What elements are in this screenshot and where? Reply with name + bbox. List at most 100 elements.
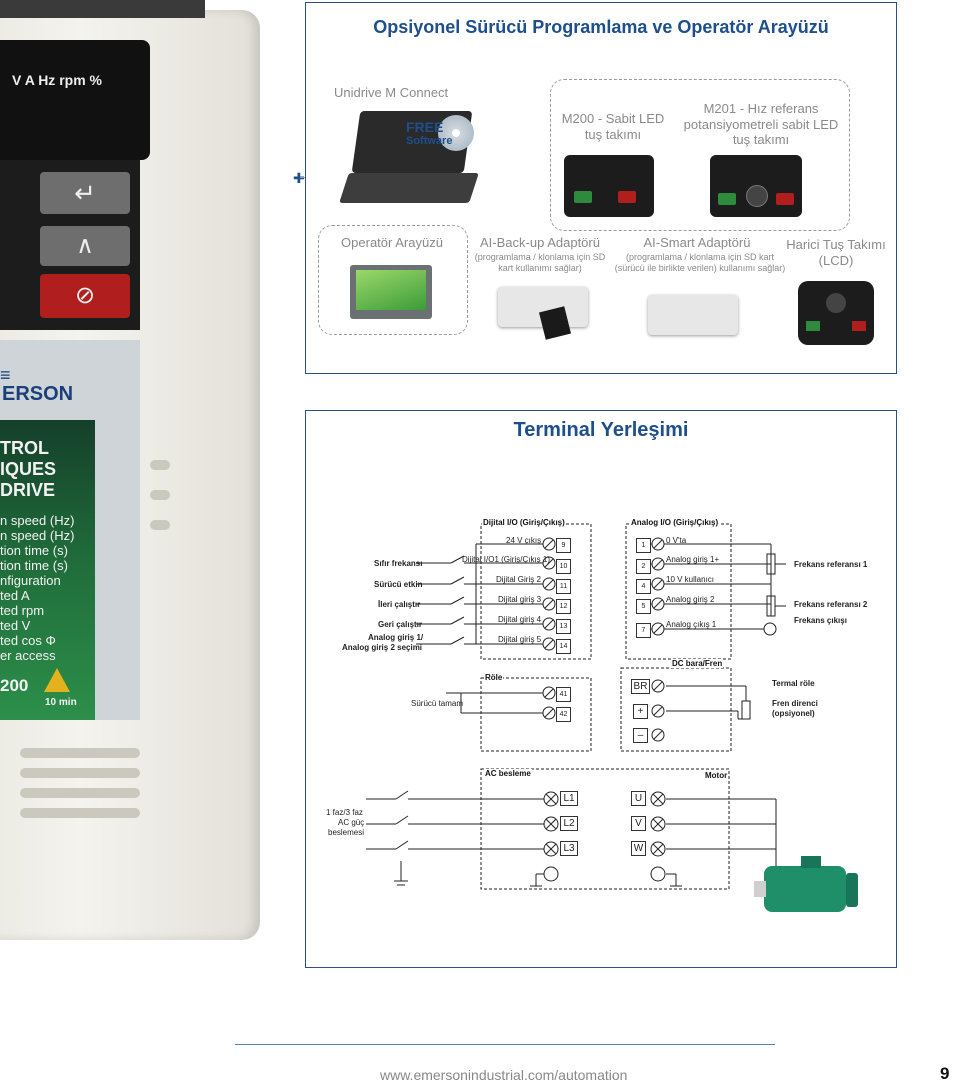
param-8: ted V xyxy=(0,618,31,633)
param-5: nfiguration xyxy=(0,573,61,588)
terminal-42: 42 xyxy=(556,707,571,722)
thermal-relay-label: Termal röle xyxy=(772,679,815,688)
backup-desc: (programlama / klonlama için SD kart kul… xyxy=(474,252,606,273)
vent-slot xyxy=(150,460,170,470)
supply-label-2: AC güç xyxy=(338,818,365,827)
terminal-1: 1 xyxy=(636,538,651,553)
freq-ref-2-label: Frekans referansı 2 xyxy=(794,600,868,609)
terminal-10: 10 xyxy=(556,559,571,574)
terminal-5: 5 xyxy=(636,599,651,614)
m200-keypad-image xyxy=(564,155,654,217)
terminal-v: V xyxy=(631,816,646,831)
m201-keypad-image xyxy=(710,155,802,217)
terminal-11: 11 xyxy=(556,579,571,594)
connect-label: Unidrive M Connect xyxy=(334,85,449,100)
brand-text: ERSON xyxy=(2,383,74,405)
drive-top-strip xyxy=(0,0,205,18)
terminal-13: 13 xyxy=(556,619,571,634)
param-1: n speed (Hz) xyxy=(0,513,75,528)
connector-plus-icon: ✚ xyxy=(293,170,305,186)
vent-slot xyxy=(20,808,140,818)
param-2: n speed (Hz) xyxy=(0,528,75,543)
supply-label-3: beslemesi xyxy=(328,828,365,837)
emerson-logo-icon: ≡ xyxy=(0,365,11,385)
analog-label-10v: 10 V kullanıcı xyxy=(666,575,715,584)
param-6: ted A xyxy=(0,588,30,603)
terminal-l3: L3 xyxy=(560,841,578,856)
terminal-br: BR xyxy=(631,679,650,694)
digital-label-in2: Dijital Giriş 2 xyxy=(496,575,541,584)
analog-section-label: Analog I/O (Giriş/Çıkış) xyxy=(630,518,720,527)
param-9: ted cos Φ xyxy=(0,633,56,648)
stop-key: ⊘ xyxy=(40,274,130,318)
free-text: FREE xyxy=(406,119,444,135)
motor-icon xyxy=(754,856,858,912)
freq-out-label: Frekans çıkışı xyxy=(794,616,847,625)
drive-ok-label: Sürücü tamam xyxy=(411,699,464,708)
vent-slot xyxy=(150,520,170,530)
warning-icon xyxy=(44,668,70,692)
drive-enable-label: Sürücü etkin xyxy=(374,580,423,589)
up-key: ∧ xyxy=(40,226,130,266)
panel-line-3: DRIVE xyxy=(0,480,56,500)
footer-url[interactable]: www.emersonindustrial.com/automation xyxy=(380,1067,628,1083)
terminal-title: Terminal Yerleşimi xyxy=(513,419,689,441)
page-number: 9 xyxy=(940,1064,950,1083)
terminal-14: 14 xyxy=(556,639,571,654)
options-title: Opsiyonel Sürücü Programlama ve Operatör… xyxy=(373,17,829,37)
terminal-7: 7 xyxy=(636,623,651,638)
terminal-w: W xyxy=(631,841,646,856)
drive-display xyxy=(0,40,150,160)
drive-product-image: V A Hz rpm % ↵ ∧ ⊘ ≡ ERSON TROL IQUES DR… xyxy=(0,0,270,940)
terminal-plus: + xyxy=(633,704,648,719)
m200-label: M200 - Sabit LED tuş takımı xyxy=(561,111,665,142)
smart-desc: (programlama / klonlama için SD kart (sü… xyxy=(614,252,786,273)
footer-rule xyxy=(235,1044,775,1045)
backup-adaptor-image xyxy=(498,287,588,340)
operator-label: Operatör Arayüzü xyxy=(341,235,443,250)
relay-section-label: Röle xyxy=(484,673,504,682)
analog-select-label-2: Analog giriş 2 seçimi xyxy=(342,643,423,652)
brake-resistor-label: Fren direnci (opsiyonel) xyxy=(772,699,818,718)
digital-label-in3: Dijital giriş 3 xyxy=(498,595,542,604)
vent-slot xyxy=(20,788,140,798)
analog-label-in1: Analog giriş 1+ xyxy=(666,555,720,564)
terminal-frame: Terminal Yerleşimi xyxy=(305,410,897,968)
motor-section-label: Motor xyxy=(704,771,729,780)
vent-slot xyxy=(20,768,140,778)
analog-select-label-1: Analog giriş 1/ xyxy=(368,633,424,642)
terminal-12: 12 xyxy=(556,599,571,614)
model-suffix: 200 xyxy=(0,676,29,695)
analog-label-out1: Analog çıkış 1 xyxy=(666,620,717,629)
freq-ref-1-label: Frekans referansı 1 xyxy=(794,560,868,569)
param-4: tion time (s) xyxy=(0,558,68,573)
lcd-keypad-image xyxy=(798,281,874,345)
drive-keypad: ↵ ∧ ⊘ xyxy=(0,160,140,330)
ac-section-label: AC besleme xyxy=(484,769,532,778)
panel-line-1: TROL xyxy=(0,438,49,458)
terminal-41: 41 xyxy=(556,687,571,702)
terminal-l2: L2 xyxy=(560,816,578,831)
run-reverse-label: Geri çalıştır xyxy=(378,620,423,629)
param-7: ted rpm xyxy=(0,603,45,618)
smart-adaptor-image xyxy=(648,295,738,335)
analog-label-in2: Analog giriş 2 xyxy=(666,595,715,604)
free-software-cd-icon: FREE Software xyxy=(406,115,474,153)
options-frame: Opsiyonel Sürücü Programlama ve Operatör… xyxy=(305,2,897,374)
analog-label-0v: 0 V'ta xyxy=(666,536,687,545)
software-text: Software xyxy=(406,135,453,147)
backup-title: AI-Back-up Adaptörü xyxy=(480,235,600,250)
digital-label-in4: Dijital giriş 4 xyxy=(498,615,542,624)
terminal-minus: – xyxy=(633,728,648,743)
terminal-2: 2 xyxy=(636,559,651,574)
digital-label-io1: Dijital I/O1 (Giriş/Çıkış 1) xyxy=(462,555,551,564)
terminal-l1: L1 xyxy=(560,791,578,806)
supply-label-1: 1 faz/3 faz xyxy=(326,808,363,817)
zero-frequency-label: Sıfır frekansı xyxy=(374,559,423,568)
run-forward-label: İleri çalıştır xyxy=(378,600,421,609)
wiring-diagram xyxy=(366,523,858,912)
param-10: er access xyxy=(0,648,56,663)
digital-label-24v: 24 V çıkış xyxy=(506,536,542,545)
operator-panel-image xyxy=(350,265,432,319)
vent-slot xyxy=(20,748,140,758)
